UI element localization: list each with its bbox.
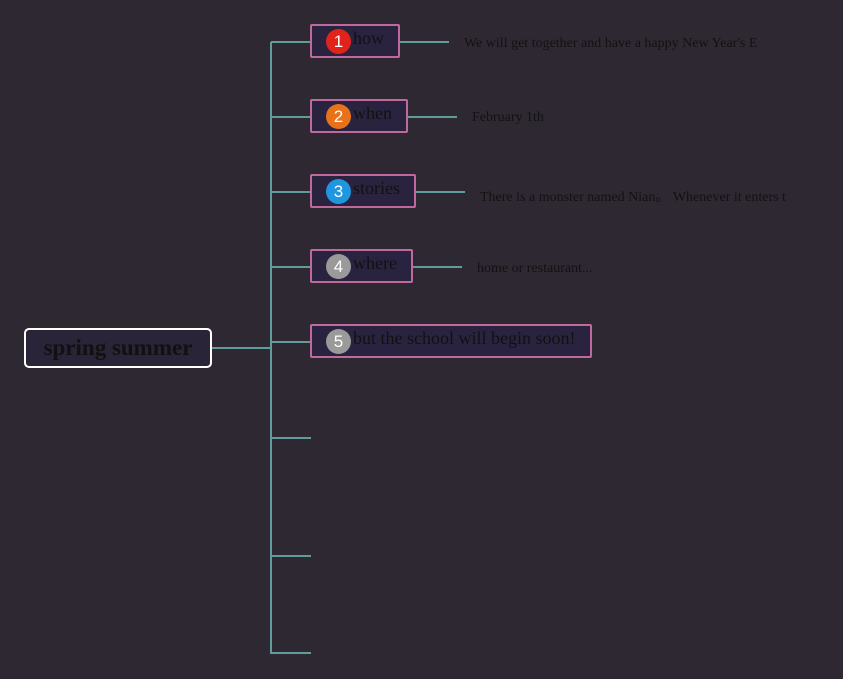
topic-node-when[interactable]: 2 when	[310, 99, 408, 133]
topic-label: when	[353, 102, 392, 123]
priority-3-icon: 3	[326, 178, 351, 204]
topic-label: where	[353, 252, 397, 273]
detail-text-when[interactable]: February 1th	[472, 110, 544, 125]
priority-4-icon: 4	[326, 253, 351, 279]
priority-1-icon: 1	[326, 28, 351, 54]
topic-label: how	[353, 27, 384, 48]
topic-label: stories	[353, 177, 400, 198]
topic-node-how[interactable]: 1 how	[310, 24, 400, 58]
root-node[interactable]: spring summer	[24, 328, 212, 368]
topic-label: but the school will begin soon!	[353, 327, 576, 348]
priority-5-icon: 5	[326, 328, 351, 354]
priority-2-icon: 2	[326, 103, 351, 129]
topic-node-stories[interactable]: 3 stories	[310, 174, 416, 208]
detail-text-stories[interactable]: There is a monster named Nian。 Whenever …	[480, 190, 786, 205]
detail-text-where[interactable]: home or restaurant...	[477, 261, 593, 276]
detail-text-how[interactable]: We will get together and have a happy Ne…	[464, 36, 758, 51]
topic-node-where[interactable]: 4 where	[310, 249, 413, 283]
topic-node-school[interactable]: 5 but the school will begin soon!	[310, 324, 592, 358]
